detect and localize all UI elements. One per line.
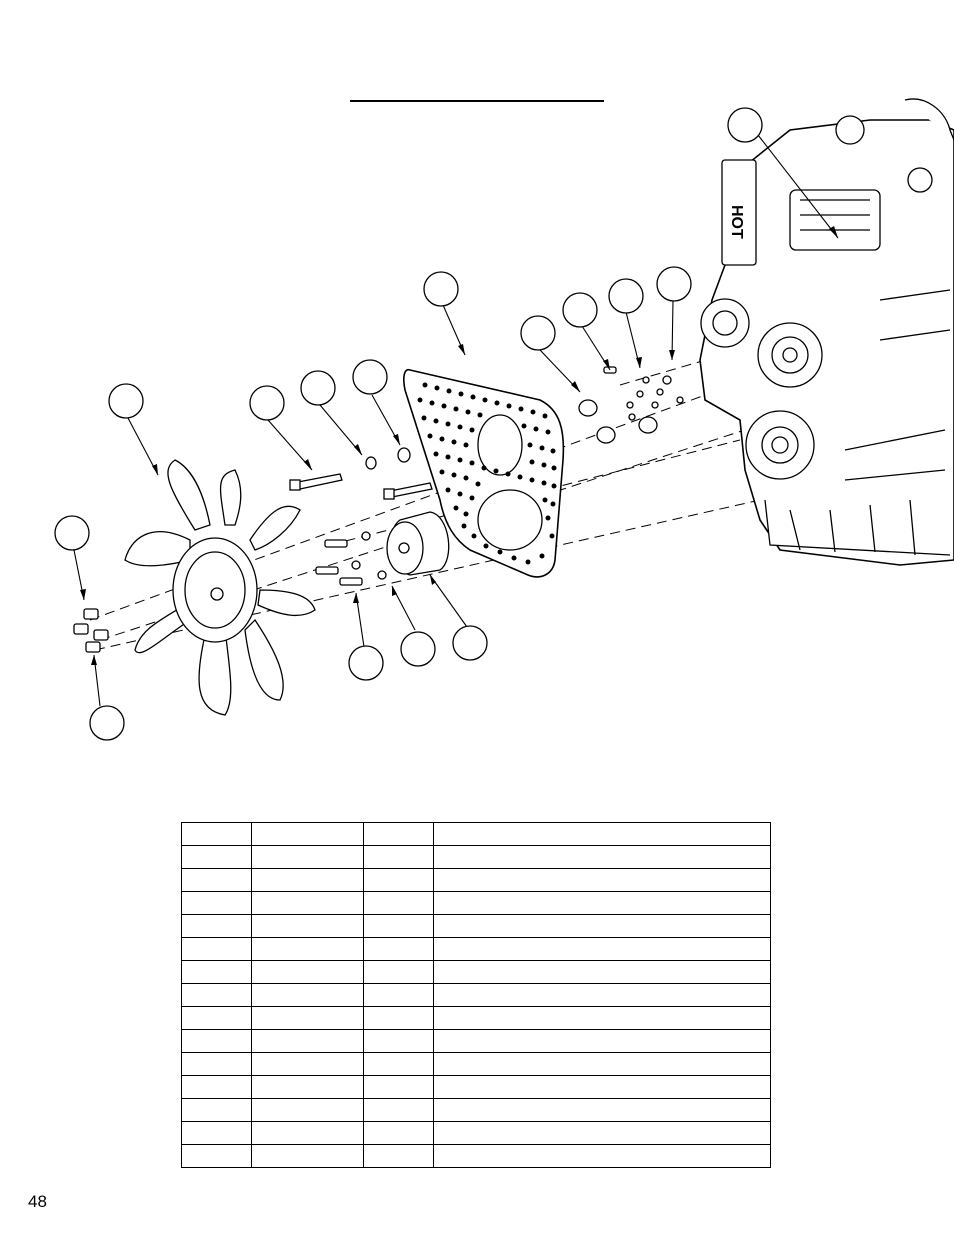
hub-bolts (315, 531, 387, 586)
table-cell (251, 891, 364, 915)
table-cell (251, 1006, 364, 1030)
table-row (181, 960, 771, 984)
table-cell (363, 1144, 434, 1168)
table-cell (433, 960, 771, 984)
table-cell (181, 937, 252, 961)
table-cell (363, 1006, 434, 1030)
table-cell (363, 822, 434, 846)
table-cell (433, 1075, 771, 1099)
engine-assembly: HOT (699, 98, 954, 566)
table-cell (181, 845, 252, 869)
table-cell (251, 1075, 364, 1099)
table-cell (251, 1029, 364, 1053)
table-cell (433, 822, 771, 846)
table-cell (433, 1052, 771, 1076)
table-cell (363, 1121, 434, 1145)
table-cell (251, 914, 364, 938)
long-bolts (289, 447, 433, 500)
table-cell (181, 1075, 252, 1099)
table-cell (433, 845, 771, 869)
table-cell (433, 1121, 771, 1145)
table-cell (181, 1029, 252, 1053)
table-cell (433, 1098, 771, 1122)
spacers-and-hardware (578, 366, 684, 444)
table-cell (433, 937, 771, 961)
table-cell (433, 1006, 771, 1030)
fan-bolts (73, 608, 109, 653)
table-cell (251, 1098, 364, 1122)
table-row (181, 937, 771, 961)
table-cell (433, 868, 771, 892)
table-cell (433, 1029, 771, 1053)
table-row (181, 1098, 771, 1122)
table-cell (363, 1075, 434, 1099)
table-row (181, 1029, 771, 1053)
table-cell (363, 1098, 434, 1122)
fan-spacer-hub (386, 511, 450, 576)
table-cell (181, 822, 252, 846)
table-cell (433, 914, 771, 938)
table-cell (181, 1052, 252, 1076)
table-row (181, 1052, 771, 1076)
table-cell (251, 983, 364, 1007)
guard-perforations (417, 382, 557, 565)
table-row (181, 983, 771, 1007)
table-cell (251, 960, 364, 984)
cooling-fan (124, 459, 316, 716)
table-cell (181, 1006, 252, 1030)
table-cell (251, 937, 364, 961)
table-cell (363, 914, 434, 938)
parts-table-body (181, 822, 771, 1168)
table-row (181, 1144, 771, 1168)
table-cell (363, 891, 434, 915)
table-row (181, 1006, 771, 1030)
table-cell (433, 891, 771, 915)
table-row (181, 891, 771, 915)
hot-warning-label: HOT (728, 205, 745, 239)
table-cell (363, 1029, 434, 1053)
table-cell (251, 1052, 364, 1076)
perforated-guard-plate (403, 368, 565, 578)
table-cell (363, 868, 434, 892)
page-number: 48 (28, 1192, 47, 1211)
table-row (181, 845, 771, 869)
table-cell (363, 983, 434, 1007)
table-cell (363, 960, 434, 984)
callout-arrowheads (80, 226, 838, 665)
table-cell (363, 1052, 434, 1076)
table-row (181, 1075, 771, 1099)
table-cell (433, 983, 771, 1007)
exploded-parts-diagram: HOT (54, 98, 954, 741)
table-cell (251, 845, 364, 869)
table-cell (251, 822, 364, 846)
table-cell (181, 960, 252, 984)
table-row (181, 822, 771, 846)
table-cell (433, 1144, 771, 1168)
table-row (181, 914, 771, 938)
table-cell (251, 868, 364, 892)
table-cell (251, 1121, 364, 1145)
table-cell (363, 937, 434, 961)
table-cell (251, 1144, 364, 1168)
parts-list-table (181, 822, 771, 1168)
table-row (181, 1121, 771, 1145)
title-underline (350, 100, 604, 102)
table-cell (181, 891, 252, 915)
table-cell (181, 1098, 252, 1122)
callout-balloons (54, 107, 763, 741)
table-row (181, 868, 771, 892)
table-cell (181, 1121, 252, 1145)
table-cell (181, 914, 252, 938)
table-cell (363, 845, 434, 869)
table-cell (181, 1144, 252, 1168)
table-cell (181, 868, 252, 892)
table-cell (181, 983, 252, 1007)
